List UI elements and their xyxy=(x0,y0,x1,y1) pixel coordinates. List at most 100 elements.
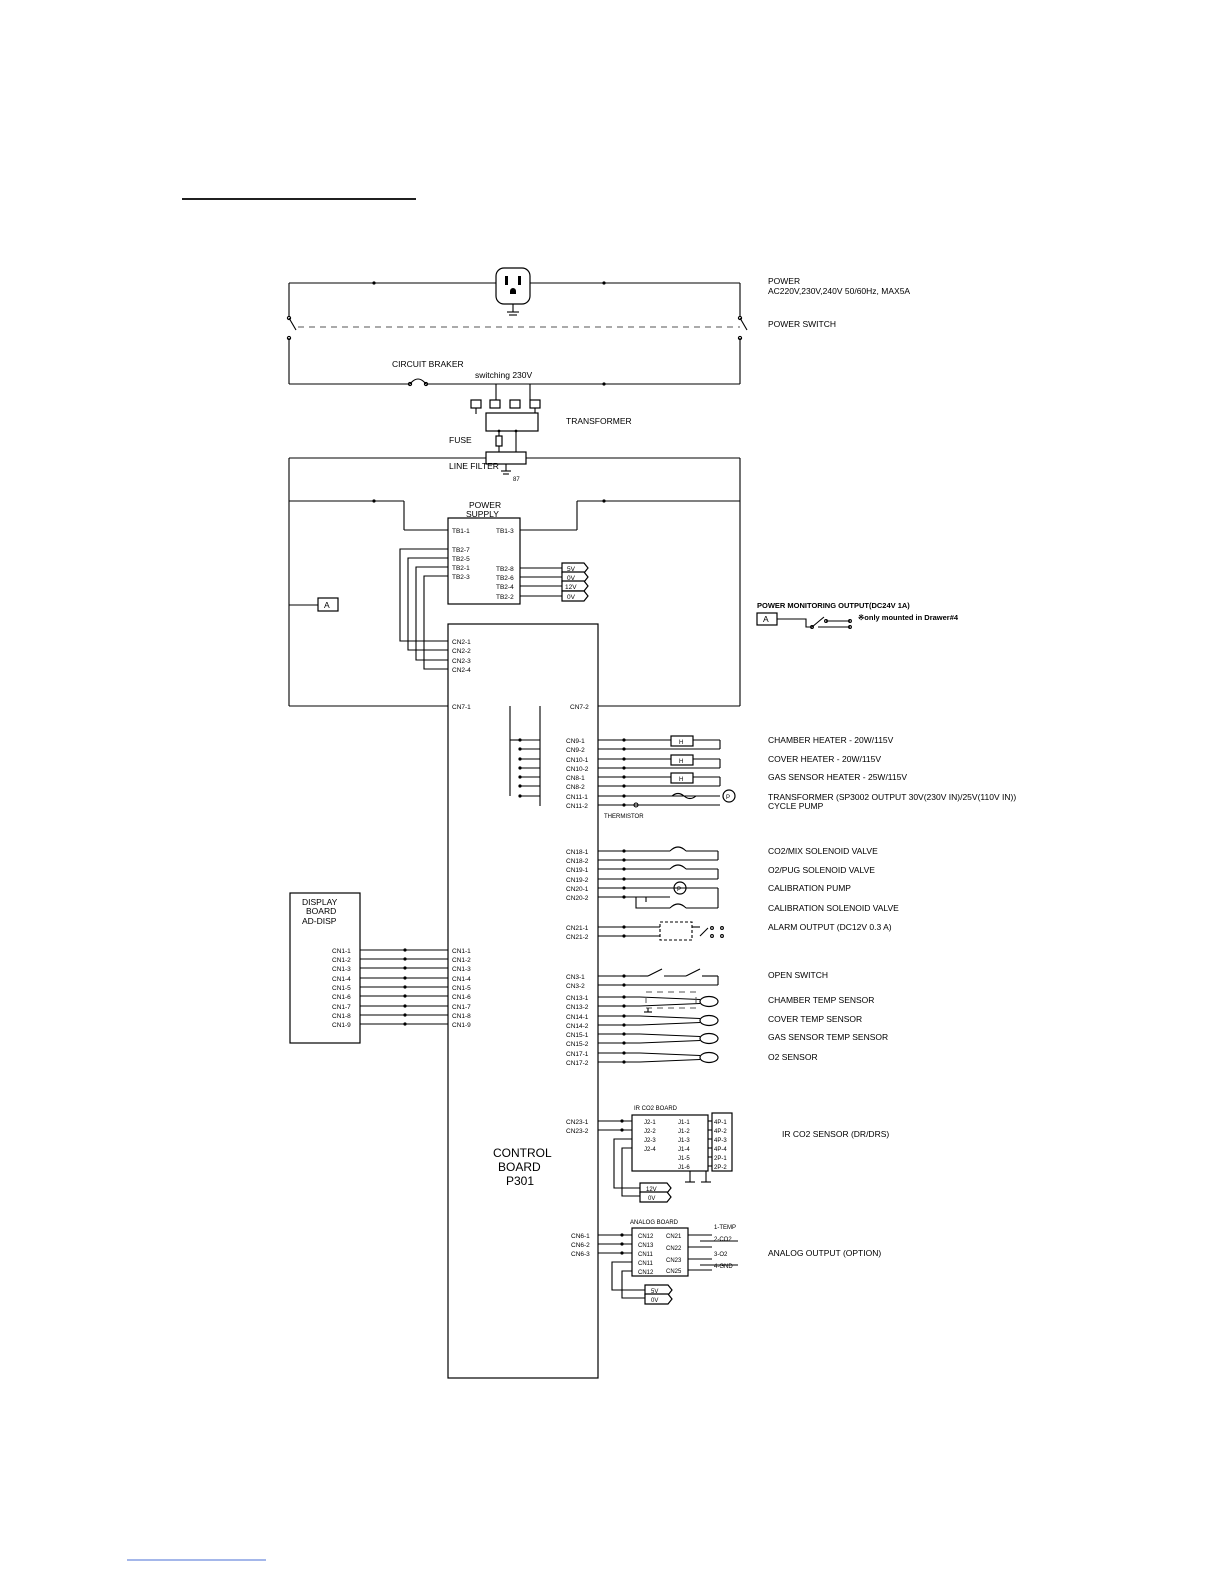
display-pin-label: CN1-5 xyxy=(332,985,351,992)
irco2-board-title: IR CO2 BOARD xyxy=(634,1106,678,1112)
wire-junction xyxy=(403,948,407,952)
wire-junction xyxy=(622,757,626,761)
heater-icon xyxy=(670,754,694,766)
irco2-right-pin: 2P-1 xyxy=(714,1156,727,1162)
sensor-label: GAS SENSOR TEMP SENSOR xyxy=(768,1032,888,1042)
sensor-pin-label: CN13-2 xyxy=(566,1004,589,1011)
alarm-relay-icon xyxy=(659,921,693,941)
temp-sensor-icon xyxy=(699,1014,719,1027)
irco2-right-pin: 2P-2 xyxy=(714,1165,727,1171)
valve-label: O2/PUG SOLENOID VALVE xyxy=(768,865,875,875)
irco2-output-label: 12V xyxy=(646,1187,657,1193)
analog-output-pin: 3-O2 xyxy=(714,1252,728,1258)
wire-junction xyxy=(622,1014,626,1018)
transformer-block xyxy=(470,399,541,452)
analog-left-pin: CN11 xyxy=(638,1252,654,1258)
control-board-title-3: P301 xyxy=(506,1174,534,1188)
analog-right-pin: CN21 xyxy=(666,1234,682,1240)
sensor-label: CHAMBER TEMP SENSOR xyxy=(768,995,874,1005)
irco2-j1-pin: J1-4 xyxy=(678,1147,690,1153)
wire-junction xyxy=(403,1004,407,1008)
cn1-pin-label: CN1-5 xyxy=(452,985,471,992)
heater-label: COVER HEATER - 20W/115V xyxy=(768,754,881,764)
display-pin-label: CN1-1 xyxy=(332,948,351,955)
irco2-sensor-label: IR CO2 SENSOR (DR/DRS) xyxy=(782,1129,889,1139)
cn2-pin-label: CN2-4 xyxy=(452,667,471,674)
irco2-j2-pin: J2-2 xyxy=(644,1129,656,1135)
heater-pin-label: CN8-1 xyxy=(566,775,585,782)
thermistor-icon xyxy=(633,802,639,808)
sensor-pin-label: CN14-1 xyxy=(566,1014,589,1021)
heater-label: TRANSFORMER (SP3002 OUTPUT 30V(230V IN)/… xyxy=(768,792,1016,802)
cn7-left-label: CN7-1 xyxy=(452,704,471,711)
analog-output-pin: 2-CO2 xyxy=(714,1237,732,1243)
cn1-pin-label: CN1-1 xyxy=(452,948,471,955)
analog-right-pin: CN22 xyxy=(666,1246,682,1252)
cn1-pin-label: CN1-6 xyxy=(452,994,471,1001)
cn1-pin-label: CN1-3 xyxy=(452,966,471,973)
wire-junction xyxy=(622,886,626,890)
display-pin-label: CN1-9 xyxy=(332,1022,351,1029)
a-tag-right-label: A xyxy=(763,614,769,624)
power-switch xyxy=(286,315,748,384)
temp-sensor-icon xyxy=(699,1051,719,1064)
valve-label: CO2/MIX SOLENOID VALVE xyxy=(768,846,878,856)
monitor-note-label: ※only mounted in Drawer#4 xyxy=(858,613,959,622)
ps-pin-label: TB2-4 xyxy=(496,584,514,591)
analog-left-pin: CN11 xyxy=(638,1261,654,1267)
analog-output-pin: 1-TEMP xyxy=(714,1225,736,1231)
display-pin-label: CN1-8 xyxy=(332,1013,351,1020)
irco2-j1-pin: J1-6 xyxy=(678,1165,690,1171)
wire-junction xyxy=(622,1041,626,1045)
valve-pin-label: CN19-1 xyxy=(566,867,589,874)
relay-switch-icon xyxy=(699,927,709,937)
relay-contact xyxy=(710,934,714,938)
ps-pin-label: TB2-1 xyxy=(452,565,470,572)
power-label: POWER xyxy=(768,276,800,286)
cn1-pin-label: CN1-8 xyxy=(452,1013,471,1020)
wire-junction xyxy=(622,1060,626,1064)
alarm-pin-label: CN21-1 xyxy=(566,925,589,932)
irco2-j2-pin: J2-3 xyxy=(644,1138,656,1144)
analog-board-title: ANALOG BOARD xyxy=(630,1220,679,1226)
analog-output-pin: 4-GND xyxy=(714,1264,733,1270)
irco2-cn-pin: CN23-1 xyxy=(566,1119,589,1126)
control-board-title-2: BOARD xyxy=(498,1160,541,1174)
power-supply-title-1: POWER xyxy=(469,500,501,510)
sensor-lead xyxy=(639,1033,701,1044)
transformer-label: TRANSFORMER xyxy=(566,416,632,426)
wire-junction xyxy=(622,895,626,899)
display-pin-label: CN1-2 xyxy=(332,957,351,964)
alarm-label: ALARM OUTPUT (DC12V 0.3 A) xyxy=(768,922,892,932)
calibration-pump-label: P xyxy=(677,887,681,893)
valve-pin-label: CN18-2 xyxy=(566,858,589,865)
wire-junction xyxy=(622,738,626,742)
wire-junction xyxy=(622,1051,626,1055)
a-tag-left xyxy=(289,597,339,612)
sensor-lead xyxy=(639,1015,701,1026)
irco2-board-block xyxy=(598,1112,733,1203)
sensor-pin-label: CN15-1 xyxy=(566,1032,589,1039)
display-title-1: DISPLAY xyxy=(302,897,338,907)
temp-sensor-icon xyxy=(699,995,719,1008)
line-filter-block xyxy=(288,451,741,706)
wire-junction xyxy=(622,784,626,788)
analog-output-main-label: ANALOG OUTPUT (OPTION) xyxy=(768,1248,881,1258)
solenoid-icon xyxy=(669,846,687,852)
wire-junction xyxy=(622,1023,626,1027)
fuse-label: FUSE xyxy=(449,435,472,445)
ps-output-wires xyxy=(520,562,589,602)
irco2-cn-pin: CN23-2 xyxy=(566,1128,589,1135)
relay-contact xyxy=(720,934,724,938)
power-monitoring-output xyxy=(756,612,852,629)
cn1-pin-label: CN1-9 xyxy=(452,1022,471,1029)
wire-junction xyxy=(622,974,626,978)
solenoid-icon xyxy=(669,903,687,909)
valve-pin-label: CN18-1 xyxy=(566,849,589,856)
heater-pin-label: CN10-1 xyxy=(566,757,589,764)
cn2-pin-label: CN2-1 xyxy=(452,639,471,646)
control-board-block xyxy=(447,623,599,1379)
heater-pin-label: CN8-2 xyxy=(566,784,585,791)
switching-label: switching 230V xyxy=(475,370,533,380)
